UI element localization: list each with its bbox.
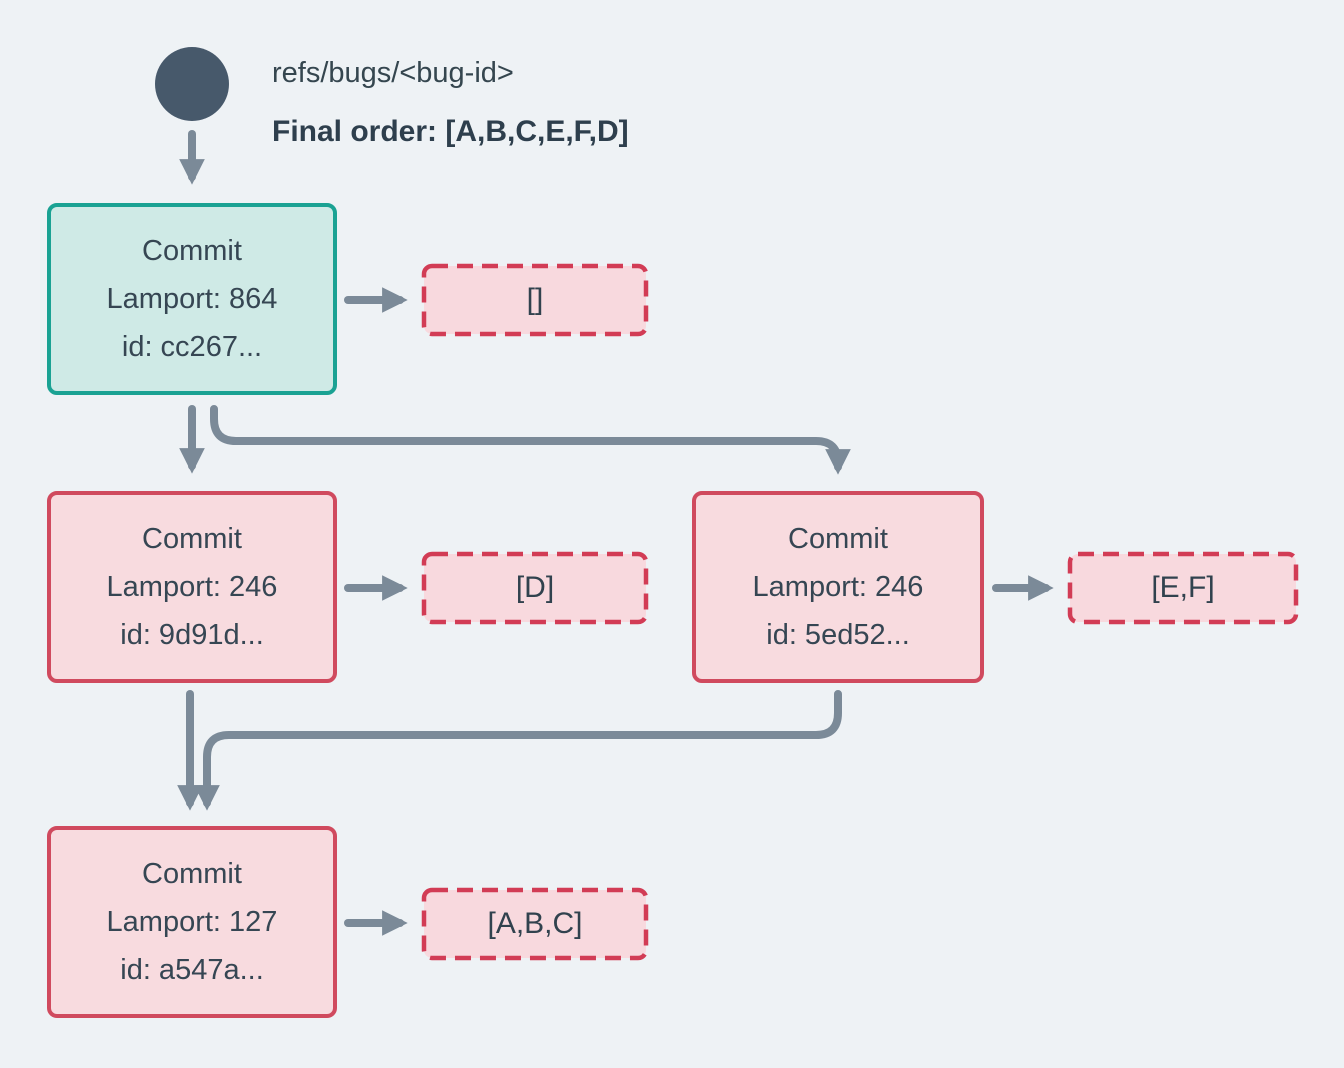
ops-box-outline-d bbox=[421, 551, 649, 625]
commit-title: Commit bbox=[142, 858, 242, 890]
commit-title: Commit bbox=[142, 235, 242, 267]
ref-name-label: refs/bugs/<bug-id> bbox=[272, 57, 514, 89]
ops-list-ef: [E,F] bbox=[1151, 571, 1215, 604]
ops-box-outline-abc bbox=[421, 887, 649, 961]
commit-node-9d91d: Commit Lamport: 246 id: 9d91d... bbox=[47, 491, 337, 683]
ops-list-abc: [A,B,C] bbox=[487, 907, 583, 940]
commit-title: Commit bbox=[142, 523, 242, 555]
commit-id: id: a547a... bbox=[120, 954, 264, 986]
commit-node-5ed52: Commit Lamport: 246 id: 5ed52... bbox=[692, 491, 984, 683]
commit-title: Commit bbox=[788, 523, 888, 555]
commit-id: id: 9d91d... bbox=[120, 619, 264, 651]
final-order-label: Final order: [A,B,C,E,F,D] bbox=[272, 115, 629, 148]
edge-branch-ef-to-base bbox=[194, 690, 842, 811]
ops-box-outline-empty bbox=[421, 263, 649, 337]
ref-head-dot bbox=[155, 47, 229, 121]
commit-lamport: Lamport: 127 bbox=[106, 906, 278, 938]
commit-node-cc267: Commit Lamport: 864 id: cc267... bbox=[47, 203, 337, 395]
commit-lamport: Lamport: 246 bbox=[106, 571, 278, 603]
commit-lamport: Lamport: 246 bbox=[752, 571, 924, 603]
ops-list-d: [D] bbox=[515, 571, 555, 604]
commit-node-a547a: Commit Lamport: 127 id: a547a... bbox=[47, 826, 337, 1018]
commit-lamport: Lamport: 864 bbox=[106, 283, 278, 315]
commit-id: id: 5ed52... bbox=[766, 619, 910, 651]
commit-id: id: cc267... bbox=[121, 331, 263, 363]
ops-list-empty: [] bbox=[526, 283, 544, 316]
ops-box-outline-ef bbox=[1067, 551, 1299, 625]
edge-head-to-branch-ef bbox=[210, 405, 851, 475]
